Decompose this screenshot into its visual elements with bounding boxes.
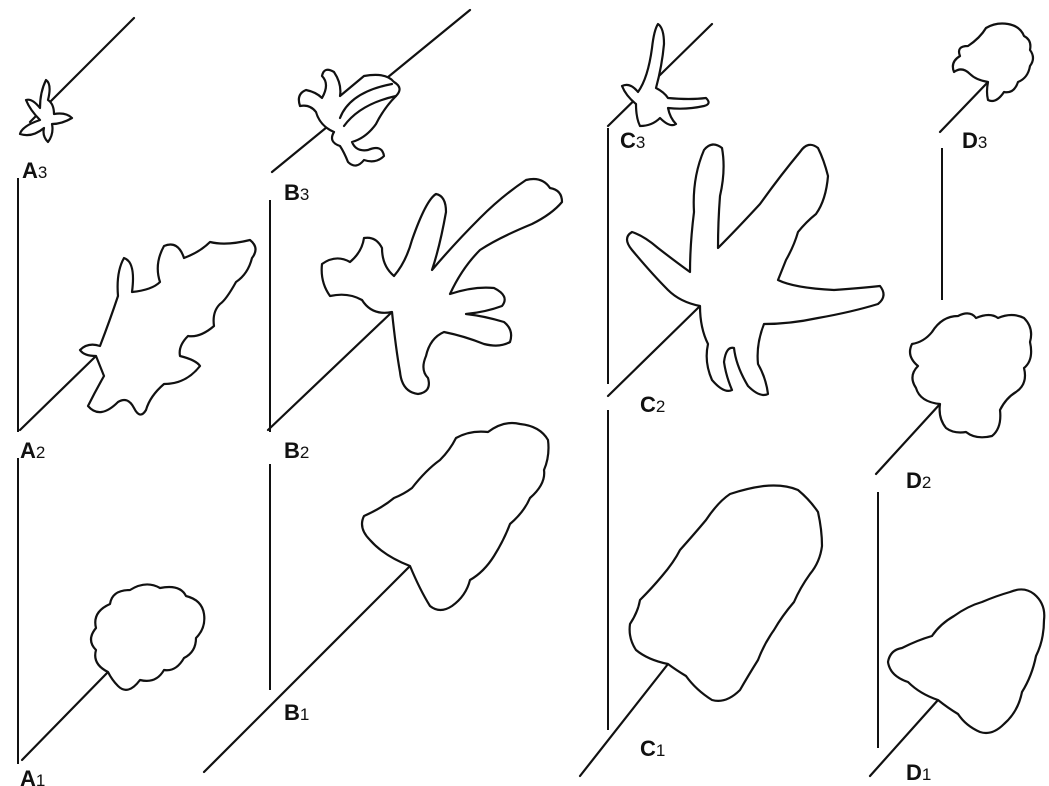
label-b1: B1 [284,700,309,725]
leaf-a3 [20,18,134,142]
leaf-c2 [608,144,884,396]
label-a3: A3 [22,158,47,183]
label-c2: C2 [640,392,665,417]
leaf-c1 [580,486,822,777]
label-a2: A2 [20,438,45,463]
leaf-d3 [940,24,1033,133]
label-a1: A1 [20,766,45,786]
label-c1: C1 [640,736,665,761]
leaf-d1 [870,589,1044,776]
leaf-a1 [22,584,204,760]
leaf-a2 [20,240,256,430]
label-d2: D2 [906,468,931,493]
label-c3: C3 [620,128,645,153]
leaf-d2 [876,313,1031,474]
leaf-c3 [608,24,712,126]
label-d3: D3 [962,128,987,153]
label-b2: B2 [284,438,309,463]
leaf-b1 [204,423,549,772]
label-b3: B3 [284,180,309,205]
leaf-b3 [272,10,470,172]
leaf-b2 [268,179,562,430]
label-d1: D1 [906,760,931,785]
